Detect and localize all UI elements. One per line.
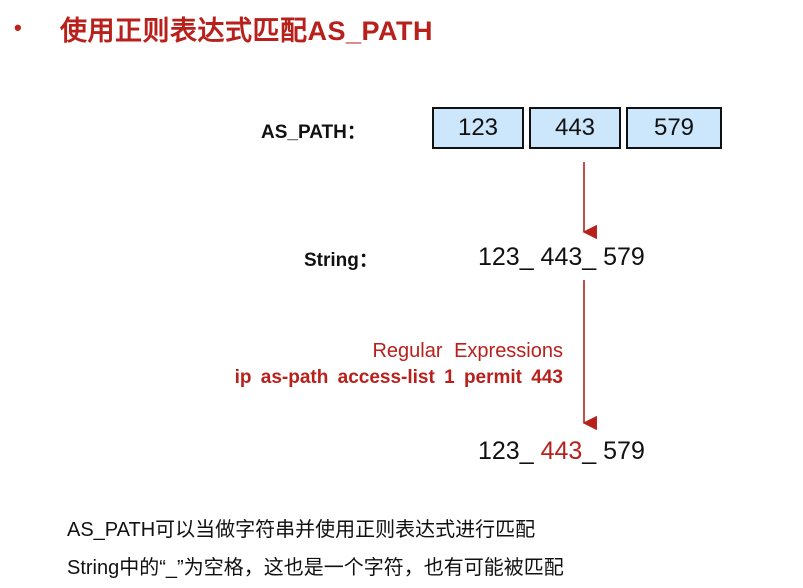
note-line: String中的“_”为空格，这也是一个字符，也有可能被匹配 bbox=[67, 557, 564, 579]
regex-command: ip as-path access-list 1 permit 443 bbox=[234, 367, 563, 388]
slide-title: 使用正则表达式匹配AS_PATH bbox=[60, 15, 434, 46]
slide-title-row: • 使用正则表达式匹配AS_PATH bbox=[14, 8, 433, 48]
as-path-cell: 123 bbox=[432, 107, 524, 149]
string-value: 123_ 443_ 579 bbox=[478, 243, 645, 271]
match-highlight: 443 bbox=[540, 437, 583, 465]
match-after: _ 579 bbox=[582, 437, 645, 465]
as-path-label: AS_PATH： bbox=[261, 122, 366, 143]
string-label: String： bbox=[304, 250, 378, 271]
as-path-cells: 123 443 579 bbox=[432, 107, 722, 149]
note-line: AS_PATH可以当做字符串并使用正则表达式进行匹配 bbox=[67, 519, 536, 541]
match-result: 123_ 443_ 579 bbox=[478, 437, 645, 466]
title-bullet: • bbox=[14, 15, 22, 40]
regex-caption: Regular Expressions bbox=[372, 340, 563, 362]
match-before: 123_ bbox=[478, 437, 541, 465]
as-path-cell: 443 bbox=[529, 107, 621, 149]
as-path-cell: 579 bbox=[626, 107, 722, 149]
